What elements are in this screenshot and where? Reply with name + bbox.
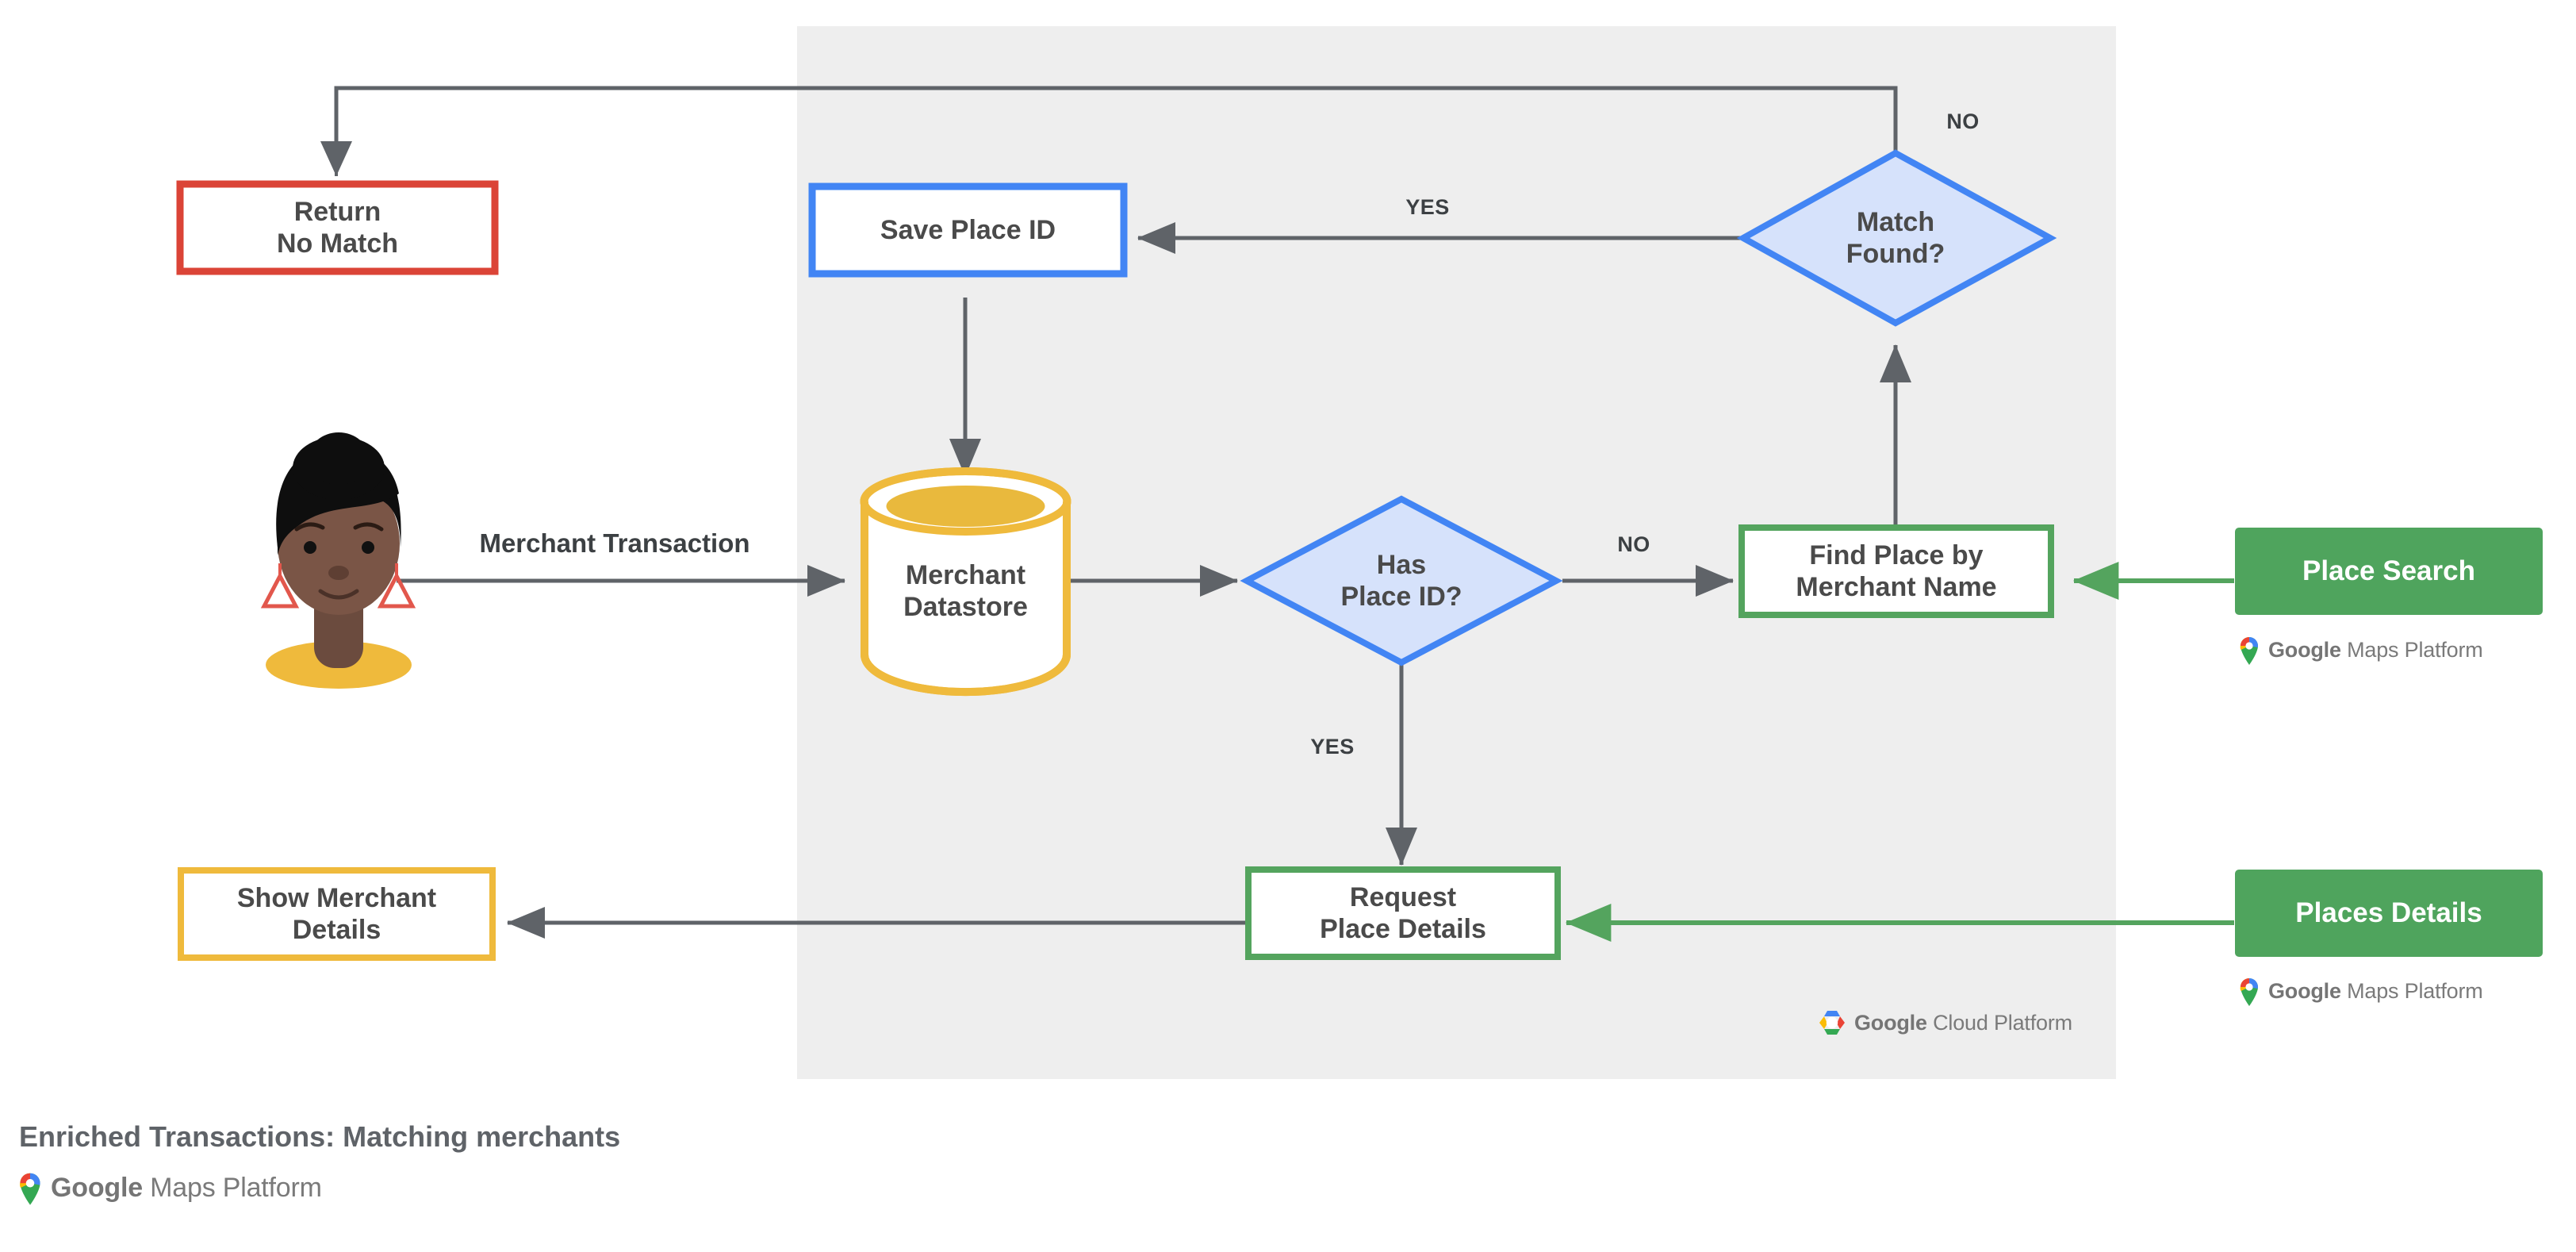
google-cloud-hexagon-icon	[1819, 1011, 1845, 1035]
node-match-found-label: Match Found?	[1846, 206, 1945, 269]
node-request-details[interactable]	[1245, 866, 1561, 960]
brand-wordmark: Google Maps Platform	[2268, 978, 2483, 1003]
node-return-no-match-label: Return No Match	[277, 196, 398, 259]
node-save-place-id[interactable]	[808, 182, 1128, 278]
brand-maps-platform-places-details: Google Maps Platform	[2238, 976, 2483, 1006]
google-maps-pin-icon	[2240, 977, 2258, 1006]
edge-label-no-has-place-id: NO	[1617, 532, 1650, 557]
google-maps-pin-icon	[2240, 636, 2258, 665]
node-find-place[interactable]	[1738, 524, 2054, 618]
node-show-merchant[interactable]	[178, 867, 496, 961]
node-show-merchant-label: Show Merchant Details	[236, 882, 437, 945]
node-find-place-label: Find Place by Merchant Name	[1796, 540, 1997, 602]
user-avatar	[260, 432, 416, 689]
edge-label-yes-has-place-id: YES	[1310, 735, 1355, 759]
node-places-details[interactable]	[2235, 870, 2543, 957]
google-maps-pin-icon	[20, 1173, 40, 1205]
node-place-search-label: Place Search	[2302, 555, 2475, 587]
node-has-place-id[interactable]	[1240, 495, 1563, 666]
node-match-found[interactable]	[1736, 149, 2057, 327]
node-return-no-match[interactable]	[176, 180, 499, 275]
brand-wordmark: Google Maps Platform	[2268, 637, 2483, 662]
brand-wordmark: Google Maps Platform	[51, 1172, 322, 1203]
edge-label-merchant-transaction: Merchant Transaction	[479, 528, 750, 558]
edge-label-no-match-found: NO	[1946, 109, 1980, 134]
brand-maps-platform-place-search: Google Maps Platform	[2238, 635, 2483, 665]
diagram-caption: Enriched Transactions: Matching merchant…	[19, 1120, 621, 1153]
node-places-details-label: Places Details	[2295, 897, 2482, 929]
brand-maps-platform-caption: Google Maps Platform	[17, 1170, 322, 1205]
node-place-search[interactable]	[2235, 528, 2543, 615]
brand-google-cloud-platform: Google Cloud Platform	[1818, 1009, 2072, 1036]
node-merchant-datastore[interactable]	[860, 467, 1071, 697]
node-save-place-id-label: Save Place ID	[880, 214, 1056, 245]
edge-matchfound-to-returnnomatch	[334, 86, 1898, 155]
brand-wordmark: Google Cloud Platform	[1854, 1010, 2072, 1035]
node-merchant-datastore-label: Merchant Datastore	[903, 559, 1028, 622]
node-request-details-label: Request Place Details	[1320, 881, 1486, 944]
edge-label-yes-match-found: YES	[1405, 195, 1450, 220]
node-has-place-id-label: Has Place ID?	[1340, 549, 1462, 612]
